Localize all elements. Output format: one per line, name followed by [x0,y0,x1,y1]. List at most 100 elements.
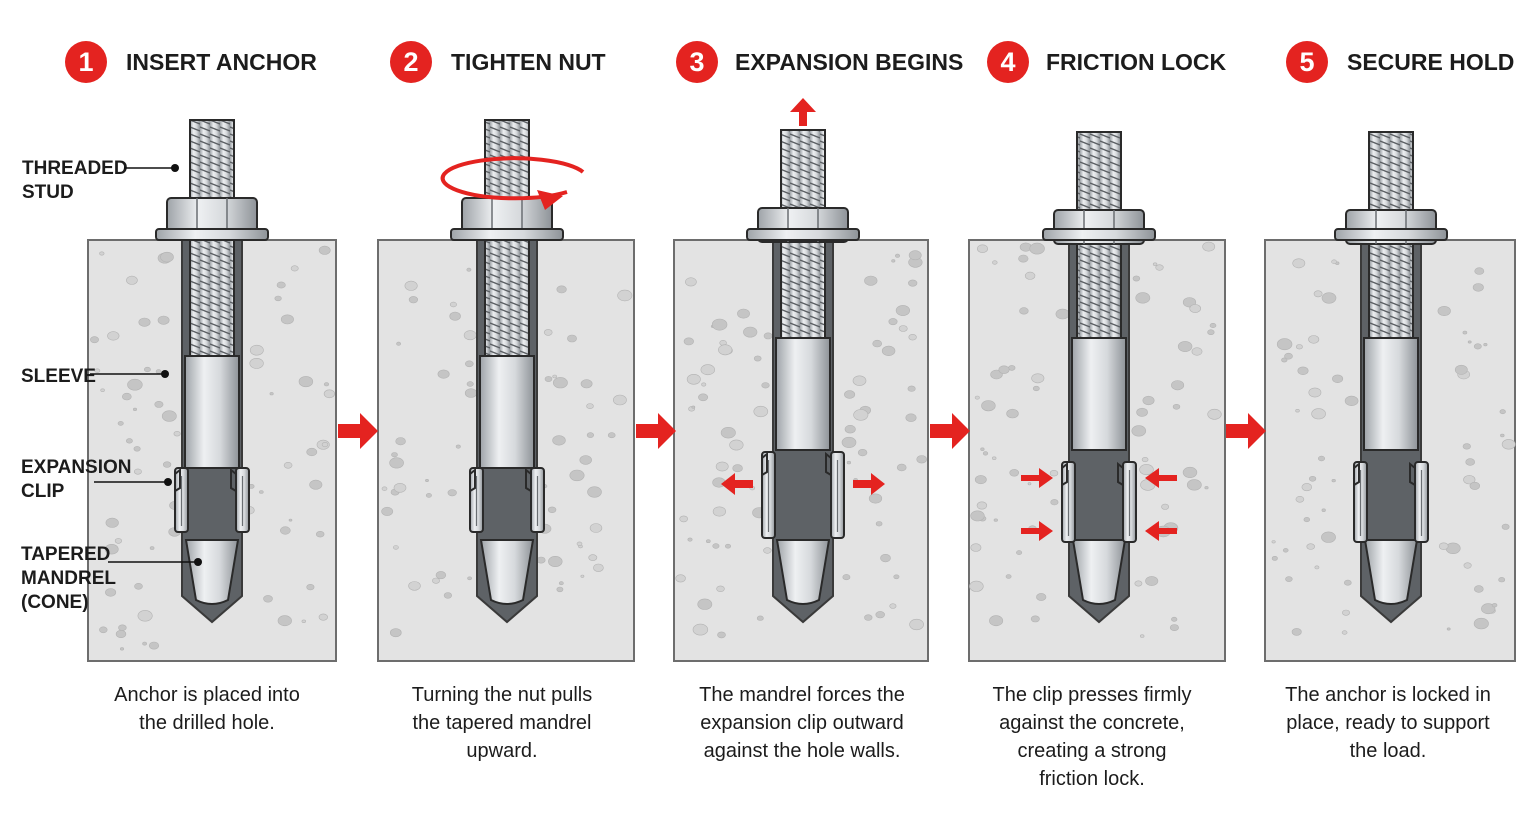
step-1-number-badge [65,41,107,83]
aggregate-speck [391,452,398,458]
aggregate-speck [466,267,472,272]
aggregate-speck [1285,576,1293,582]
aggregate-speck [580,574,585,578]
aggregate-speck [567,334,577,343]
aggregate-speck [435,571,447,580]
aggregate-speck [970,543,982,552]
aggregate-speck [173,431,181,437]
aggregate-speck [1462,443,1471,450]
aggregate-speck [992,260,998,265]
aggregate-speck [536,556,546,564]
step-5-number-badge [1286,41,1328,83]
inward-arrow-right [1145,468,1177,488]
step-5-caption-line: The anchor is locked in [1285,684,1491,706]
aggregate-speck [701,382,707,387]
aggregate-speck [467,576,472,581]
aggregate-speck [298,376,314,388]
aggregate-speck [396,341,401,346]
aggregate-speck [587,486,602,498]
aggregate-speck [1209,322,1217,328]
aggregate-speck [1467,340,1472,344]
aggregate-speck [1311,408,1326,420]
aggregate-speck [980,447,985,451]
step-4-tapered-mandrel [1071,539,1127,605]
aggregate-speck [552,435,566,446]
aggregate-speck [120,647,125,651]
aggregate-speck [974,395,980,400]
step-2-number: 2 [403,47,418,77]
aggregate-speck [907,385,916,392]
aggregate-speck [437,369,450,379]
step-1-washer [155,228,269,241]
aggregate-speck [1186,479,1202,491]
aggregate-speck [161,410,177,422]
callout-dot [194,558,202,566]
aggregate-speck [143,366,151,373]
aggregate-speck [724,543,731,549]
aggregate-speck [989,615,1004,627]
aggregate-speck [133,446,141,452]
aggregate-speck [586,432,595,438]
step-1-expansion-clip [174,467,250,533]
aggregate-speck [263,595,273,603]
aggregate-speck [1055,308,1070,320]
aggregate-speck [588,554,598,561]
step-2-expansion-clip [469,467,545,533]
aggregate-speck [761,382,770,389]
aggregate-speck [1500,433,1505,438]
aggregate-speck [316,530,325,538]
step-1-caption-line: the drilled hole. [139,712,275,734]
aggregate-speck [90,336,99,344]
step-3-threaded-stud [780,129,826,359]
aggregate-speck [1438,542,1449,550]
aggregate-speck [163,461,172,468]
aggregate-speck [138,317,151,327]
aggregate-speck [613,394,627,406]
aggregate-speck [580,379,593,389]
aggregate-speck [976,244,988,253]
aggregate-speck [1437,305,1451,316]
aggregate-speck [894,253,900,258]
aggregate-speck [1019,307,1029,315]
aggregate-speck [586,403,594,409]
label-threaded-stud: THREADED [22,158,128,179]
expansion-clip-tab [174,467,181,492]
step-4-number: 4 [1000,47,1015,77]
aggregate-speck [408,296,419,304]
aggregate-speck [1474,585,1484,593]
aggregate-speck [274,295,282,302]
aggregate-speck [1134,580,1143,587]
step-4-title: FRICTION LOCK [1046,49,1227,75]
aggregate-speck [1314,565,1320,570]
aggregate-speck [107,331,120,341]
aggregate-speck [449,301,457,308]
aggregate-speck [1204,486,1209,490]
aggregate-speck [705,539,711,544]
aggregate-speck [464,388,478,398]
aggregate-speck [1030,615,1040,623]
aggregate-speck [895,305,911,316]
aggregate-speck [148,641,160,650]
aggregate-speck [998,365,1010,374]
aggregate-speck [1049,470,1059,477]
aggregate-speck [404,280,418,291]
aggregate-speck [970,510,985,522]
aggregate-speck [905,413,917,422]
aggregate-speck [732,464,743,473]
aggregate-speck [1207,329,1215,336]
step-1-title: INSERT ANCHOR [126,49,317,75]
aggregate-speck [258,490,264,494]
aggregate-speck [1005,574,1012,579]
aggregate-speck [841,436,857,448]
aggregate-speck [466,381,474,387]
aggregate-speck [1050,499,1059,506]
step-2-caption-line: upward. [466,740,537,762]
aggregate-speck [126,275,138,285]
aggregate-speck [137,610,153,622]
aggregate-speck [718,344,733,356]
aggregate-speck [1271,540,1276,544]
step-3-expansion-clip [761,451,845,539]
aggregate-speck [1445,542,1461,554]
aggregate-speck [698,393,709,402]
